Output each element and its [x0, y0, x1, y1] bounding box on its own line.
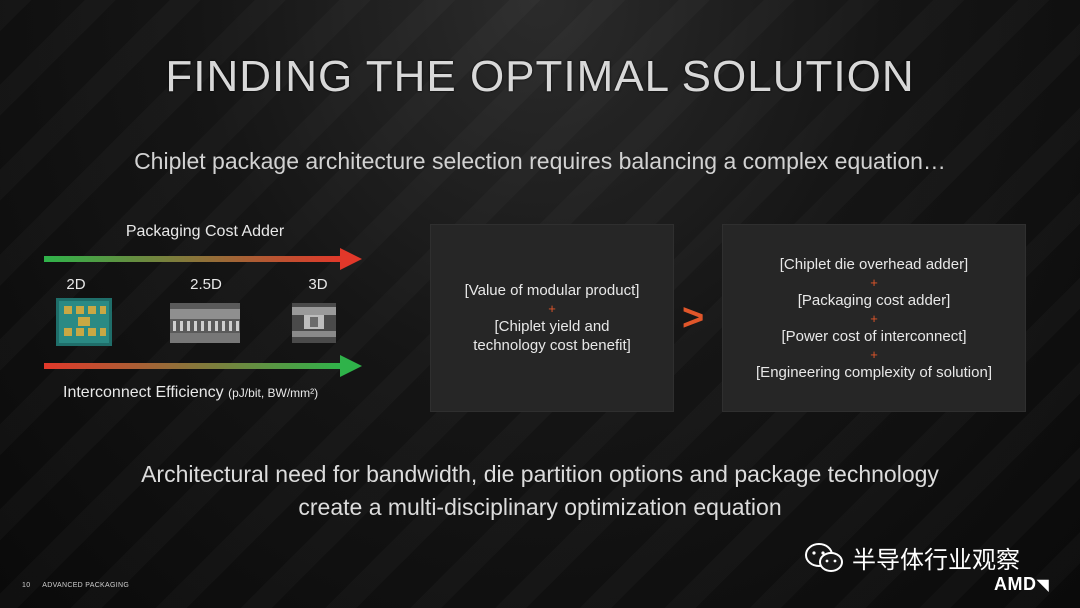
interconnect-efficiency-label: Interconnect Efficiency (pJ/bit, BW/mm²)	[63, 384, 318, 402]
cost-item-1: [Chiplet die overhead adder]	[779, 255, 969, 273]
plus-sign: +	[870, 346, 878, 362]
cost-item-4: [Engineering complexity of solution]	[756, 363, 992, 381]
wechat-icon	[805, 542, 843, 572]
value-box: [Value of modular product] + [Chiplet yi…	[430, 224, 674, 412]
plus-sign: +	[870, 274, 878, 290]
tech-label-2d: 2D	[66, 276, 86, 293]
amd-logo-text: AMD	[994, 574, 1037, 594]
greater-than-operator: >	[682, 297, 705, 339]
cost-box: [Chiplet die overhead adder] + [Packagin…	[722, 224, 1026, 412]
wechat-watermark: 半导体行业观察	[804, 540, 1020, 575]
value-line-1: [Value of modular product]	[464, 282, 640, 299]
tech-label-3d: 3D	[308, 276, 328, 293]
conclusion-text: Architectural need for bandwidth, die pa…	[0, 458, 1080, 524]
value-line-3: technology cost benefit]	[473, 337, 631, 354]
amd-logo: AMD◥	[994, 574, 1049, 595]
packaging-cost-arrow	[44, 248, 362, 270]
page-number: 10	[22, 582, 31, 589]
interconnect-efficiency-text: Interconnect Efficiency	[63, 384, 224, 401]
interconnect-efficiency-arrow	[44, 355, 362, 377]
tech-label-2-5d: 2.5D	[190, 276, 222, 293]
plus-sign: +	[870, 310, 878, 326]
watermark-text: 半导体行业观察	[852, 546, 1020, 574]
conclusion-line-1: Architectural need for bandwidth, die pa…	[141, 461, 939, 487]
slide-title: FINDING THE OPTIMAL SOLUTION	[165, 52, 915, 101]
plus-sign: +	[548, 301, 556, 316]
conclusion-line-2: create a multi-disciplinary optimization…	[298, 494, 782, 520]
3d-package-image	[292, 303, 336, 343]
cost-item-3: [Power cost of interconnect]	[781, 327, 967, 345]
interconnect-efficiency-units: (pJ/bit, BW/mm²)	[228, 386, 319, 400]
value-line-2: [Chiplet yield and	[494, 318, 610, 335]
cost-item-2: [Packaging cost adder]	[797, 291, 951, 309]
amd-arrow-icon: ◥	[1036, 577, 1050, 594]
2d-package-image	[56, 298, 112, 346]
section-name: ADVANCED PACKAGING	[42, 582, 130, 589]
slide-footer: 10 ADVANCED PACKAGING	[22, 582, 139, 589]
slide-subtitle: Chiplet package architecture selection r…	[134, 148, 946, 174]
2-5d-package-image	[170, 303, 240, 343]
packaging-cost-adder-label: Packaging Cost Adder	[125, 223, 285, 240]
